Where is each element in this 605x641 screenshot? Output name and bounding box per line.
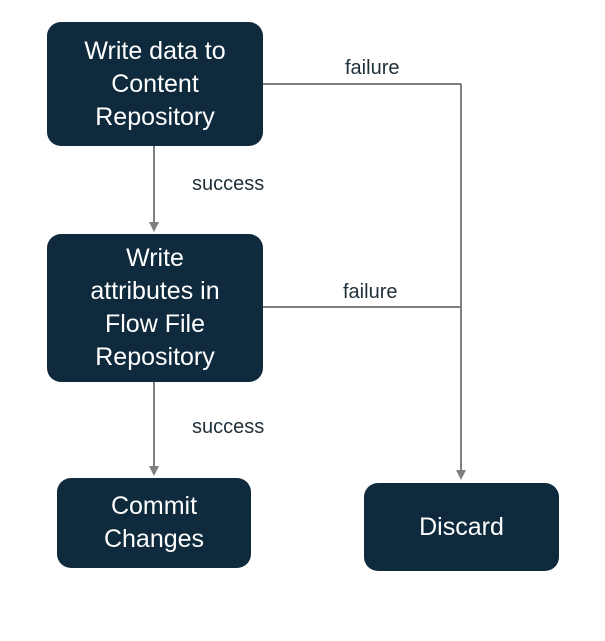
node-label-line: attributes in: [90, 277, 220, 305]
edge-label-content-failure: failure: [345, 57, 400, 79]
node-commit-changes: Commit Changes: [57, 478, 251, 568]
node-label-line: Repository: [95, 102, 215, 131]
node-label-line: Write: [126, 244, 184, 272]
node-label-line: Flow File: [104, 310, 205, 338]
node-write-attributes-flowfile-repository: Write attributes in Flow File Repository: [47, 234, 263, 382]
node-write-content-repository: Write data to Content Repository: [47, 22, 263, 146]
node-discard: Discard: [364, 483, 559, 571]
node-label-line: Write data to: [84, 36, 226, 65]
node-label-line: Discard: [419, 512, 504, 541]
edge-label-content-success: success: [192, 173, 265, 195]
node-label-line: Content: [111, 69, 199, 98]
node-label-line: Repository: [95, 343, 215, 371]
node-label-line: Commit: [110, 492, 198, 520]
node-label-line: Changes: [103, 525, 205, 553]
edge-label-attributes-failure: failure: [343, 281, 398, 303]
edge-label-attributes-success: success: [192, 416, 265, 438]
